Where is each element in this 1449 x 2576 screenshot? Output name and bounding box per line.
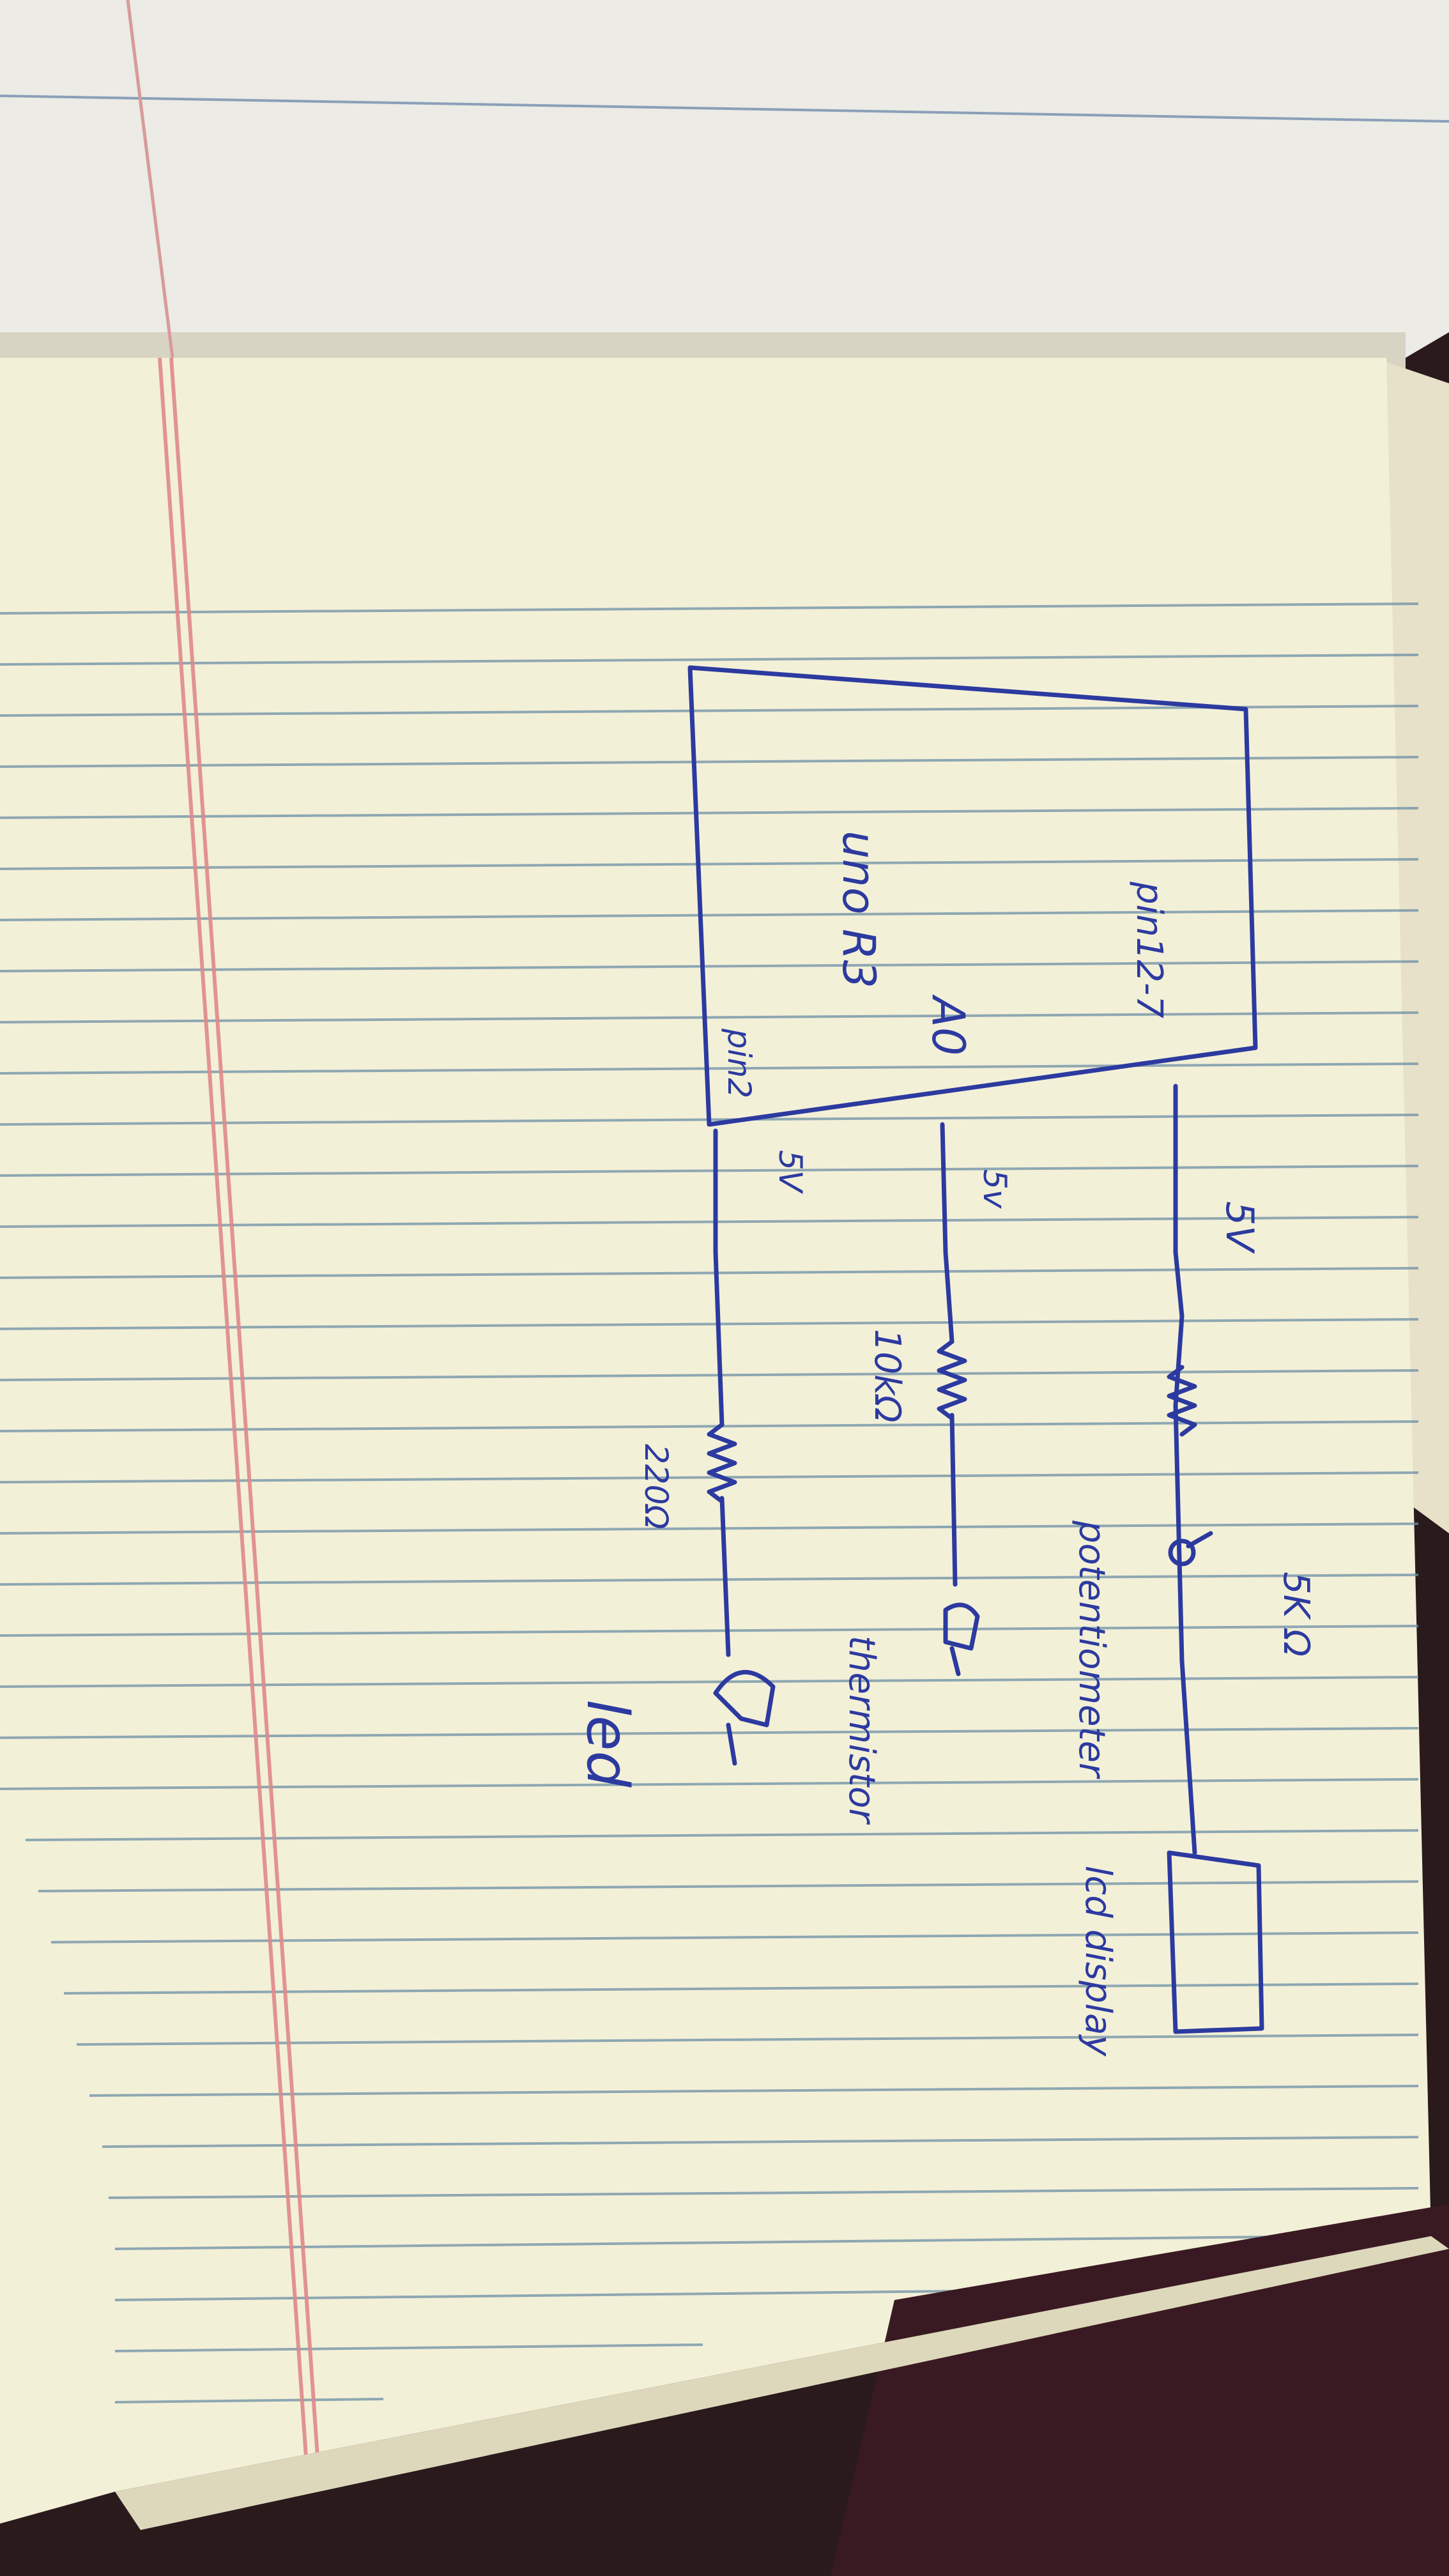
lcd-wire <box>1173 1084 1197 1855</box>
potentiometer-label: potentiometer <box>1071 1520 1112 1779</box>
resistor-220 <box>707 1422 737 1504</box>
res-10k-label: 10kΩ <box>866 1329 908 1423</box>
thermistor-label: thermistor <box>841 1636 882 1825</box>
a0-label: A0 <box>922 994 974 1055</box>
pot-5k-label: 5K Ω <box>1275 1572 1317 1657</box>
board-name-label: uno R3 <box>832 831 885 988</box>
pin-12-7-label: pin12-7 <box>1128 881 1170 1018</box>
margin-lines <box>158 357 320 2467</box>
dark-cloth <box>831 2204 1449 2576</box>
thermistor-wire <box>940 1122 954 1344</box>
lcd-display-box <box>1167 1850 1264 2034</box>
led-symbol <box>713 1669 776 1728</box>
circuit-drawing <box>687 665 1264 2034</box>
rule-lines <box>0 602 1419 2404</box>
folded-page <box>0 0 1449 358</box>
arduino-board-outline <box>687 665 1258 1127</box>
led-label: led <box>574 1699 641 1788</box>
five-v-mid-label: 5v <box>976 1169 1013 1209</box>
five-v-bottom-label: 5V <box>772 1150 809 1195</box>
res-220-label: 220Ω <box>638 1444 675 1529</box>
notebook-page <box>0 358 1431 2524</box>
five-v-top-label: 5V <box>1217 1201 1262 1254</box>
lower-page-edge <box>115 2236 1449 2530</box>
resistor-10k <box>937 1339 967 1421</box>
lcd-display-label: lcd display <box>1077 1866 1119 2057</box>
potentiometer-wiper <box>1168 1538 1196 1567</box>
pin2-label: pin2 <box>721 1028 758 1098</box>
led-wire <box>713 1128 724 1427</box>
thermistor-symbol <box>943 1602 980 1651</box>
potentiometer-symbol <box>1167 1365 1197 1437</box>
